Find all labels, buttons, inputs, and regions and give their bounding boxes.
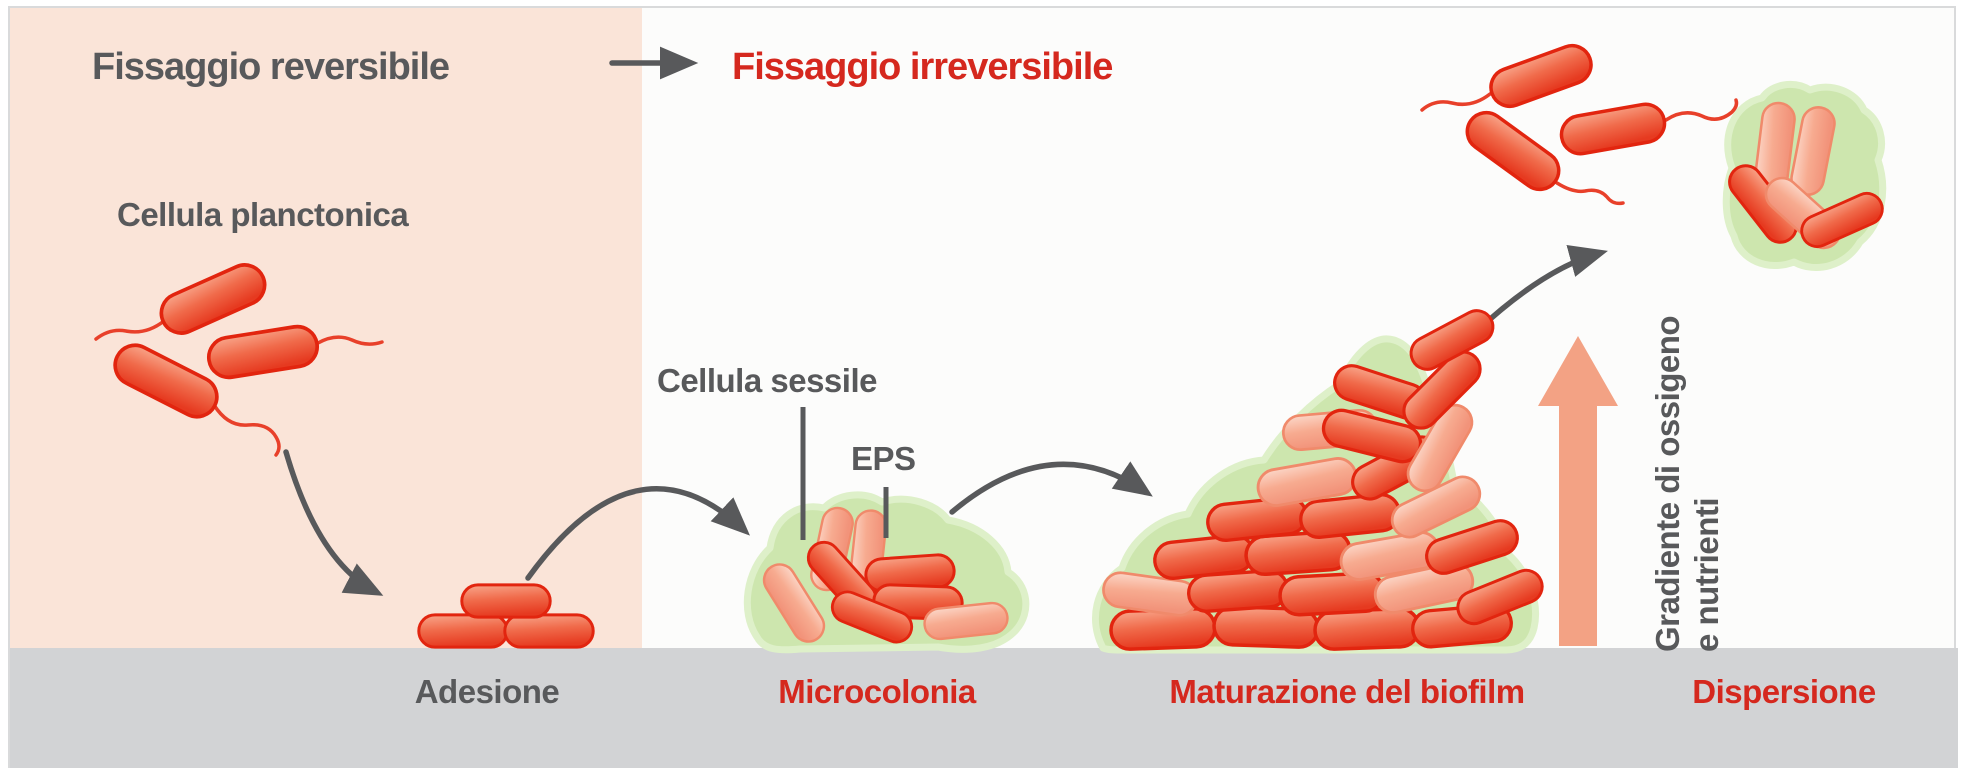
bacterium-cell <box>1559 102 1667 156</box>
bacterium-cell <box>503 613 595 649</box>
sessile-cell-label: Cellula sessile <box>657 362 877 399</box>
bacterium-cell <box>830 590 914 644</box>
arrow-planktonic-to-adhesion <box>283 449 384 596</box>
arrow-microcolony-to-biofilm <box>949 461 1153 515</box>
gradient-label-line1: Gradiente di ossigeno <box>1649 315 1686 652</box>
eps-label: EPS <box>851 440 916 477</box>
bacterium-cell <box>1489 43 1593 109</box>
bacterium-cell <box>113 343 219 419</box>
irreversible-attachment-title: Fissaggio irreversibile <box>732 46 1113 88</box>
bacterium-cell <box>460 583 552 619</box>
dispersal-cells-illustration <box>1420 43 1739 206</box>
stage-label-adesione: Adesione <box>414 673 560 710</box>
reversible-attachment-title: Fissaggio reversibile <box>92 46 450 88</box>
bacterium-cell <box>762 563 826 643</box>
adhesion-cluster-illustration <box>417 583 595 649</box>
bacterium-cell <box>1800 191 1884 249</box>
bacterium-cell <box>923 601 1009 641</box>
gradient-label-line2: e nutrienti <box>1688 497 1725 652</box>
flagellum <box>212 403 281 457</box>
bacterium-cell <box>1402 350 1482 430</box>
flagellum <box>94 319 166 341</box>
bacterium-cell <box>1406 403 1474 493</box>
microcolony-illustration <box>743 491 1030 654</box>
flagellum <box>1664 98 1739 122</box>
stage-label-maturazione: Maturazione del biofilm <box>1169 673 1525 710</box>
planktonic-cell-label: Cellula planctonica <box>117 196 409 233</box>
arrow-adhesion-to-microcolony <box>525 486 751 581</box>
substrate-surface <box>10 648 1958 768</box>
planktonic-cells-illustration <box>94 263 384 457</box>
bacterium-cell <box>1456 568 1544 626</box>
flagellum <box>1420 92 1492 112</box>
arrow-biofilm-to-dispersal <box>1475 245 1608 333</box>
flagellum <box>316 335 384 346</box>
bacterium-cell <box>417 613 509 649</box>
bacterium-cell <box>206 324 320 380</box>
flagellum <box>1555 181 1625 206</box>
gradient-label: Gradiente di ossigeno e nutrienti <box>1648 316 1726 652</box>
biofilm-illustration <box>1092 309 1544 654</box>
bacterium-cell <box>1425 519 1519 575</box>
bacterium-cell <box>1409 309 1495 371</box>
bacterium-cell <box>1465 110 1561 192</box>
bacterium-cell <box>159 263 267 335</box>
stage-label-dispersione: Dispersione <box>1692 673 1876 710</box>
stage-label-microcolonia: Microcolonia <box>778 673 976 710</box>
dispersal-cluster-illustration <box>1722 80 1887 272</box>
gradient-arrow <box>1538 336 1618 646</box>
